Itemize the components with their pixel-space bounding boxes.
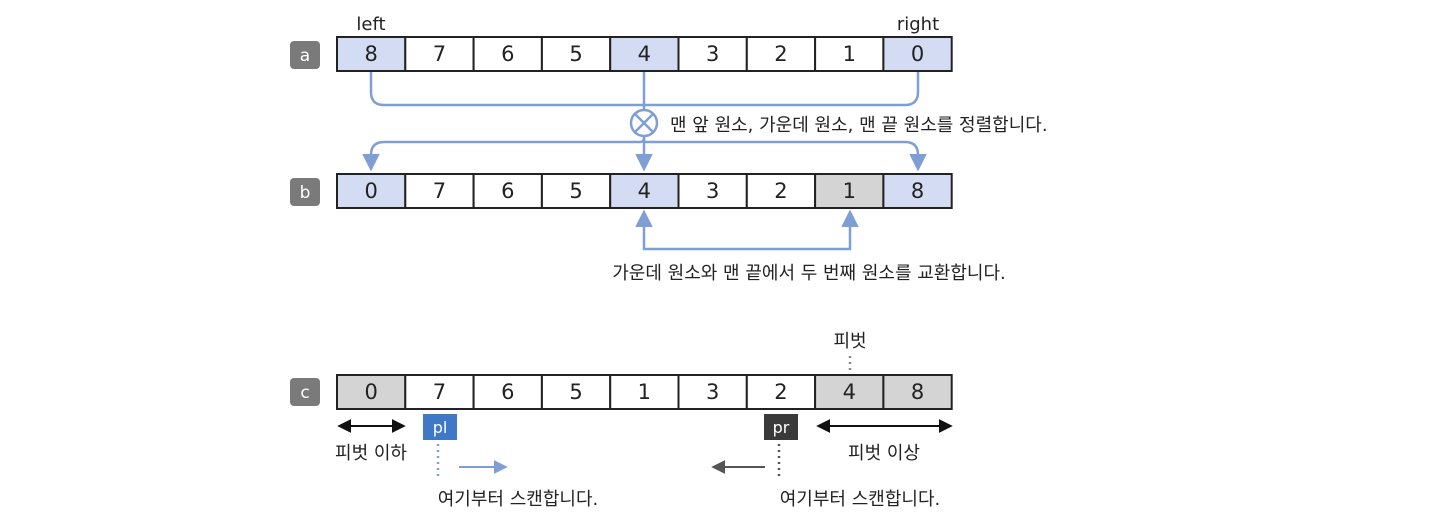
array-cell-value: 5 bbox=[569, 179, 582, 203]
array-cell: 7 bbox=[404, 36, 475, 72]
array-row-c: 0 7 6 5 1 3 2 4 8 bbox=[336, 374, 953, 410]
svg-text:c: c bbox=[300, 383, 309, 403]
array-cell: 4 bbox=[609, 173, 680, 209]
sort-note: 맨 앞 원소, 가운데 원소, 맨 끝 원소를 정렬합니다. bbox=[670, 115, 1048, 136]
right-label: right bbox=[897, 14, 939, 35]
array-cell: 0 bbox=[336, 173, 407, 209]
svg-text:pr: pr bbox=[773, 418, 790, 437]
array-cell-value: 2 bbox=[774, 179, 787, 203]
array-cell-value: 0 bbox=[364, 380, 377, 404]
array-cell-value: 8 bbox=[911, 179, 924, 203]
array-cell: 4 bbox=[814, 374, 885, 410]
array-cell-value: 3 bbox=[706, 380, 719, 404]
swap-arrow bbox=[635, 209, 859, 251]
array-cell-value: 6 bbox=[501, 42, 514, 66]
array-cell-value: 5 bbox=[569, 42, 582, 66]
svg-text:pl: pl bbox=[433, 418, 448, 437]
left-label: left bbox=[356, 14, 385, 35]
pr-pointer: pr bbox=[764, 414, 798, 440]
array-cell: 2 bbox=[745, 36, 817, 72]
array-cell: 6 bbox=[472, 36, 543, 72]
svg-text:a: a bbox=[300, 46, 310, 66]
array-cell-value: 4 bbox=[638, 42, 651, 66]
array-cell-value: 7 bbox=[433, 380, 446, 404]
array-cell-value: 4 bbox=[843, 380, 856, 404]
array-cell: 3 bbox=[677, 374, 748, 410]
arrow-to-b-left bbox=[362, 136, 646, 172]
row-c-badge: c bbox=[290, 378, 320, 406]
swap-note: 가운데 원소와 맨 끝에서 두 번째 원소를 교환합니다. bbox=[612, 263, 1006, 284]
array-cell-value: 2 bbox=[774, 42, 787, 66]
array-cell: 6 bbox=[472, 173, 543, 209]
array-cell: 5 bbox=[540, 374, 612, 410]
array-cell-value: 0 bbox=[364, 179, 377, 203]
array-row-b: 0 7 6 5 4 3 2 1 8 bbox=[336, 173, 953, 209]
array-cell-value: 4 bbox=[638, 179, 651, 203]
array-cell: 3 bbox=[677, 173, 748, 209]
array-cell: 2 bbox=[745, 374, 817, 410]
array-cell-value: 5 bbox=[569, 380, 582, 404]
sort-operator-icon bbox=[629, 108, 659, 138]
array-cell: 6 bbox=[472, 374, 543, 410]
array-cell: 8 bbox=[882, 374, 953, 410]
arrow-to-b-right bbox=[644, 140, 927, 172]
array-row-a: 8 7 6 5 4 3 2 1 0 bbox=[336, 36, 953, 72]
array-cell-value: 3 bbox=[706, 179, 719, 203]
array-cell-value: 2 bbox=[774, 380, 787, 404]
array-cell-value: 6 bbox=[501, 179, 514, 203]
array-cell-value: 1 bbox=[843, 42, 856, 66]
array-cell: 1 bbox=[609, 374, 680, 410]
row-b: b 0 7 6 5 4 3 2 1 8 bbox=[290, 173, 953, 209]
array-cell-value: 7 bbox=[433, 179, 446, 203]
row-a-badge: a bbox=[290, 41, 320, 69]
array-cell: 8 bbox=[336, 36, 407, 72]
array-cell: 5 bbox=[540, 36, 612, 72]
array-cell: 1 bbox=[814, 36, 885, 72]
array-cell: 0 bbox=[336, 374, 407, 410]
array-cell: 5 bbox=[540, 173, 612, 209]
array-cell-value: 1 bbox=[843, 179, 856, 203]
array-cell: 7 bbox=[404, 374, 475, 410]
array-cell: 0 bbox=[882, 36, 953, 72]
svg-text:b: b bbox=[300, 183, 311, 203]
row-c: c 0 7 6 5 1 3 2 4 8 bbox=[290, 374, 953, 410]
array-cell-value: 8 bbox=[364, 42, 377, 66]
pivot-label: 피벗 bbox=[833, 331, 866, 352]
scan-from-left-note: 여기부터 스캔합니다. bbox=[438, 489, 598, 510]
array-cell: 3 bbox=[677, 36, 748, 72]
array-cell: 4 bbox=[609, 36, 680, 72]
array-cell: 2 bbox=[745, 173, 817, 209]
array-cell-value: 6 bbox=[501, 380, 514, 404]
array-cell: 8 bbox=[882, 173, 953, 209]
row-b-badge: b bbox=[290, 178, 320, 206]
row-a: a 8 7 6 5 4 3 2 1 0 bbox=[290, 36, 953, 72]
array-cell-value: 0 bbox=[911, 42, 924, 66]
array-cell-value: 8 bbox=[911, 380, 924, 404]
array-cell: 7 bbox=[404, 173, 475, 209]
pl-pointer: pl bbox=[423, 414, 457, 440]
array-cell-value: 7 bbox=[433, 42, 446, 66]
below-pivot-label: 피벗 이하 bbox=[335, 443, 407, 464]
array-cell: 1 bbox=[814, 173, 885, 209]
above-pivot-label: 피벗 이상 bbox=[848, 443, 920, 464]
array-cell-value: 1 bbox=[638, 380, 651, 404]
array-cell-value: 3 bbox=[706, 42, 719, 66]
scan-from-right-note: 여기부터 스캔합니다. bbox=[780, 489, 940, 510]
